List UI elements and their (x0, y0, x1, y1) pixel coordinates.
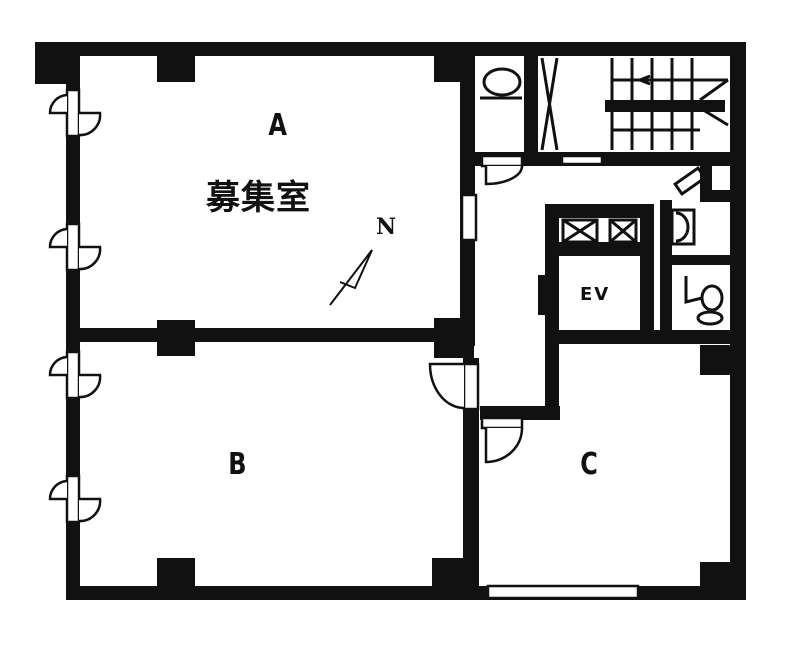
stairs (610, 58, 729, 150)
room-a-label: A (268, 108, 287, 143)
room-a-vacancy-label: 募集室 (206, 178, 311, 218)
elevator-label: EV (580, 284, 611, 305)
room-c-label: C (580, 447, 598, 482)
room-b-label: B (228, 447, 247, 482)
north-arrow-icon (329, 249, 373, 306)
walls (35, 42, 746, 600)
north-label: N (376, 214, 397, 240)
fixtures (480, 57, 724, 326)
doors (48, 88, 640, 600)
